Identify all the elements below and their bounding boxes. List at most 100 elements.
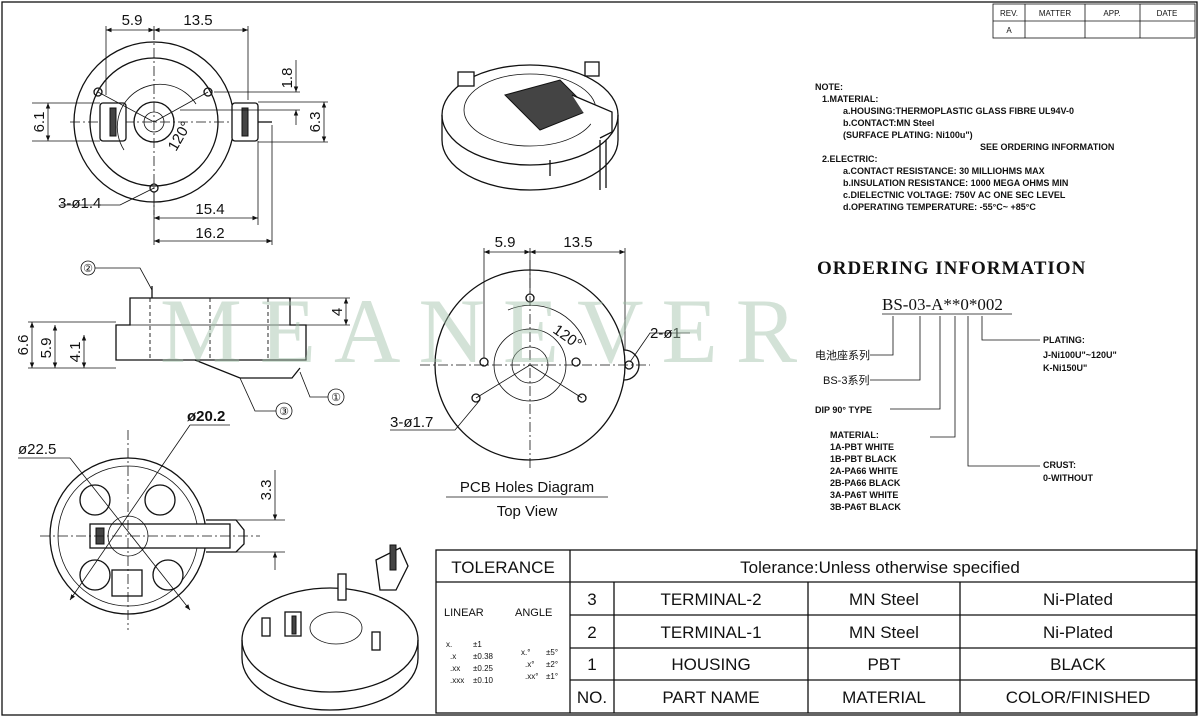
svg-text:6.3: 6.3 xyxy=(307,112,324,133)
svg-text:PBT: PBT xyxy=(867,655,900,674)
svg-text:TERMINAL-2: TERMINAL-2 xyxy=(660,590,761,609)
rev-header-date: DATE xyxy=(1157,9,1178,18)
svg-text:MATERIAL:: MATERIAL: xyxy=(830,430,879,440)
svg-text:2.ELECTRIC:: 2.ELECTRIC: xyxy=(822,154,878,164)
svg-text:3.3: 3.3 xyxy=(258,480,275,501)
svg-text:a.CONTACT RESISTANCE: 30 MILLI: a.CONTACT RESISTANCE: 30 MILLIOHMS MAX xyxy=(843,166,1045,176)
svg-text:3: 3 xyxy=(587,590,596,609)
svg-text:.x: .x xyxy=(450,652,456,661)
top-view: 5.9 13.5 1.8 6.1 6.3 120° 3-ø1.4 15.4 16… xyxy=(31,12,328,245)
svg-text:Ni-Plated: Ni-Plated xyxy=(1043,590,1113,609)
rev-header-matter: MATTER xyxy=(1039,9,1072,18)
part-row: 2 TERMINAL-1 MN Steel Ni-Plated xyxy=(587,623,1113,642)
part-row: 1 HOUSING PBT BLACK xyxy=(587,655,1106,674)
svg-text:1.8: 1.8 xyxy=(279,68,296,89)
notes: NOTE: 1.MATERIAL: a.HOUSING:THERMOPLASTI… xyxy=(815,82,1114,212)
svg-text:4.1: 4.1 xyxy=(67,342,84,363)
svg-text:6.1: 6.1 xyxy=(31,112,48,133)
ordering-title: ORDERING INFORMATION xyxy=(817,258,1086,279)
svg-text:5.9: 5.9 xyxy=(495,234,516,251)
isometric-top xyxy=(441,61,619,191)
rev-value: A xyxy=(1006,26,1012,35)
svg-text:HOUSING: HOUSING xyxy=(671,655,750,674)
svg-text:x.: x. xyxy=(446,640,452,649)
svg-text:3-ø1.7: 3-ø1.7 xyxy=(390,414,433,431)
svg-text:MN Steel: MN Steel xyxy=(849,623,919,642)
svg-text:1.MATERIAL:: 1.MATERIAL: xyxy=(822,94,878,104)
parts-header-row: NO. PART NAME MATERIAL COLOR/FINISHED xyxy=(577,688,1150,707)
svg-text:②: ② xyxy=(83,263,93,275)
svg-text:.xx°: .xx° xyxy=(525,672,538,681)
svg-text:b.INSULATION RESISTANCE: 1000: b.INSULATION RESISTANCE: 1000 MEGA OHMS … xyxy=(843,178,1068,188)
tolerance-title: TOLERANCE xyxy=(451,558,555,577)
svg-text:2A-PA66 WHITE: 2A-PA66 WHITE xyxy=(830,466,898,476)
svg-text:K-Ni150U": K-Ni150U" xyxy=(1043,363,1087,373)
tolerance-text: Tolerance:Unless otherwise specified xyxy=(740,558,1020,577)
svg-text:2-ø1: 2-ø1 xyxy=(650,325,681,342)
svg-text:CRUST:: CRUST: xyxy=(1043,460,1076,470)
svg-text:5.9: 5.9 xyxy=(38,338,55,359)
svg-text:b.CONTACT:MN Steel: b.CONTACT:MN Steel xyxy=(843,118,934,128)
svg-text:.xx: .xx xyxy=(450,664,460,673)
svg-text:±5°: ±5° xyxy=(546,648,558,657)
svg-text:BS-3系列: BS-3系列 xyxy=(823,373,869,387)
rev-header-app: APP. xyxy=(1103,9,1120,18)
svg-text:.xxx: .xxx xyxy=(450,676,464,685)
svg-text:MN Steel: MN Steel xyxy=(849,590,919,609)
svg-text:d.OPERATING TEMPERATURE: -55°C: d.OPERATING TEMPERATURE: -55°C~ +85°C xyxy=(843,202,1036,212)
svg-text:NOTE:: NOTE: xyxy=(815,82,843,92)
svg-text:x.°: x.° xyxy=(521,648,530,657)
svg-text:PLATING:: PLATING: xyxy=(1043,335,1085,345)
svg-text:c.DIELECTNIC VOLTAGE: 750V AC: c.DIELECTNIC VOLTAGE: 750V AC ONE SEC LE… xyxy=(843,190,1066,200)
svg-text:ANGLE: ANGLE xyxy=(515,607,552,619)
svg-text:1B-PBT BLACK: 1B-PBT BLACK xyxy=(830,454,897,464)
svg-text:120°: 120° xyxy=(165,119,195,154)
ordering-information: ORDERING INFORMATION BS-03-A**0*002 电池座系… xyxy=(815,258,1117,512)
svg-text:13.5: 13.5 xyxy=(183,12,212,29)
svg-text:5.9: 5.9 xyxy=(122,12,143,29)
bottom-view: ø20.2 ø22.5 3.3 xyxy=(18,408,285,630)
svg-text:6.6: 6.6 xyxy=(15,335,32,356)
ordering-code: BS-03-A**0*002 xyxy=(882,295,1003,314)
svg-text:3-ø1.4: 3-ø1.4 xyxy=(58,195,101,212)
svg-text:15.4: 15.4 xyxy=(195,201,224,218)
svg-text:③: ③ xyxy=(279,406,289,418)
svg-text:±0.38: ±0.38 xyxy=(473,652,494,661)
watermark: MEANEVER xyxy=(160,280,815,382)
svg-text:LINEAR: LINEAR xyxy=(444,607,484,619)
svg-text:TERMINAL-1: TERMINAL-1 xyxy=(660,623,761,642)
rev-header-rev: REV. xyxy=(1000,9,1018,18)
svg-text:.x°: .x° xyxy=(525,660,534,669)
svg-text:13.5: 13.5 xyxy=(563,234,592,251)
svg-text:3B-PA6T BLACK: 3B-PA6T BLACK xyxy=(830,502,901,512)
svg-text:1: 1 xyxy=(587,655,596,674)
svg-text:±1°: ±1° xyxy=(546,672,558,681)
svg-text:(SURFACE PLATING: Ni100u"): (SURFACE PLATING: Ni100u") xyxy=(843,130,973,140)
svg-text:2: 2 xyxy=(587,623,596,642)
svg-text:J-Ni100U"~120U": J-Ni100U"~120U" xyxy=(1043,350,1117,360)
svg-text:ø20.2: ø20.2 xyxy=(187,408,225,425)
svg-text:电池座系列: 电池座系列 xyxy=(815,348,870,362)
svg-text:±0.10: ±0.10 xyxy=(473,676,494,685)
svg-text:NO.: NO. xyxy=(577,688,607,707)
svg-text:ø22.5: ø22.5 xyxy=(18,441,56,458)
svg-text:COLOR/FINISHED: COLOR/FINISHED xyxy=(1006,688,1151,707)
svg-text:±1: ±1 xyxy=(473,640,482,649)
title-block: TOLERANCE Tolerance:Unless otherwise spe… xyxy=(435,549,1197,714)
svg-text:SEE ORDERING INFORMATION: SEE ORDERING INFORMATION xyxy=(980,142,1114,152)
svg-text:±2°: ±2° xyxy=(546,660,558,669)
svg-text:4: 4 xyxy=(329,308,346,316)
pcb-diagram-subtitle: Top View xyxy=(497,503,558,520)
isometric-bottom xyxy=(241,544,419,711)
svg-text:2B-PA66 BLACK: 2B-PA66 BLACK xyxy=(830,478,901,488)
svg-text:MATERIAL: MATERIAL xyxy=(842,688,926,707)
side-view: ② ① ③ 6.6 5.9 4.1 4 xyxy=(15,260,350,420)
pcb-diagram-title: PCB Holes Diagram xyxy=(460,479,594,496)
svg-text:1A-PBT WHITE: 1A-PBT WHITE xyxy=(830,442,894,452)
svg-text:PART NAME: PART NAME xyxy=(662,688,759,707)
pcb-holes-diagram: 5.9 13.5 120° 2-ø1 3-ø1.7 PCB Holes Diag… xyxy=(390,234,690,520)
svg-text:DIP 90° TYPE: DIP 90° TYPE xyxy=(815,405,872,415)
svg-text:16.2: 16.2 xyxy=(195,225,224,242)
